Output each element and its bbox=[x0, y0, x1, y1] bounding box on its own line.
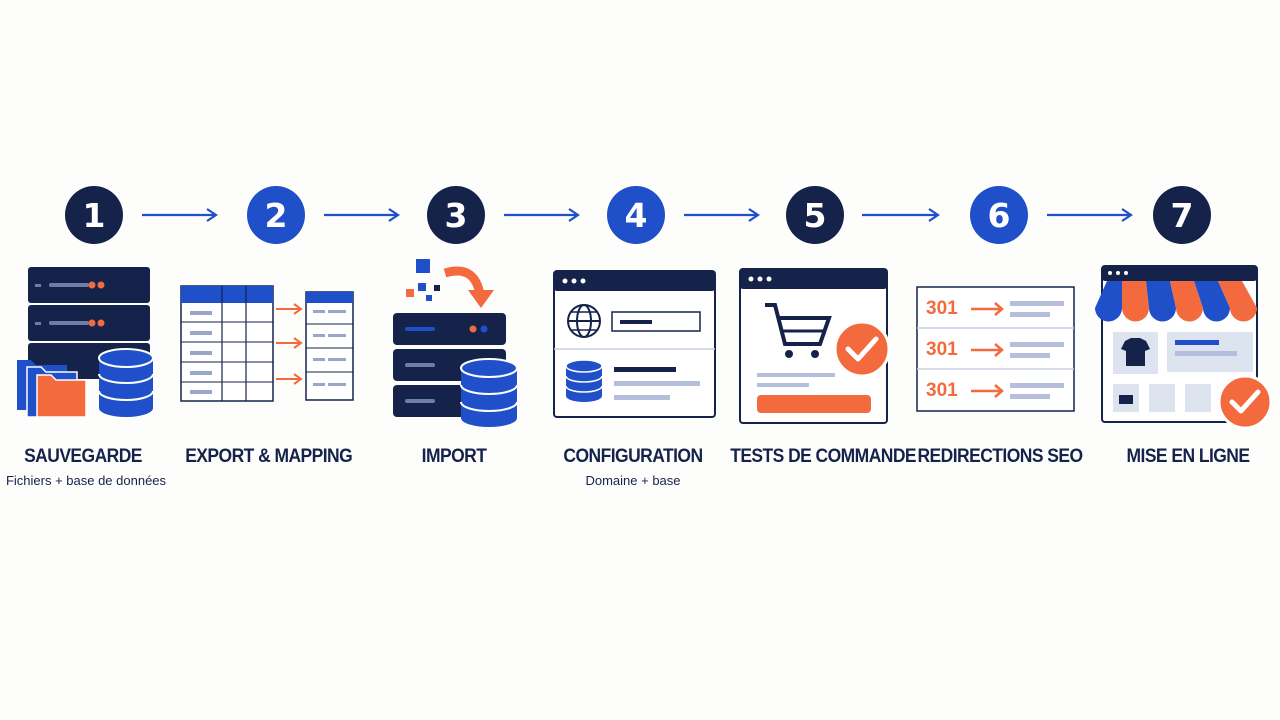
storefront-live-icon bbox=[1095, 265, 1273, 430]
step-4-subtitle: Domaine + base bbox=[585, 473, 681, 488]
step-1-number: 1 bbox=[65, 186, 123, 244]
redirect-301-icon bbox=[916, 286, 1075, 412]
browser-config-icon bbox=[553, 270, 716, 418]
arrow-1-to-2-icon bbox=[142, 208, 218, 222]
step-4-title: CONFIGURATION bbox=[563, 446, 703, 467]
step-5-title: TESTS DE COMMANDE bbox=[730, 446, 917, 467]
arrow-5-to-6-icon bbox=[862, 208, 940, 222]
step-7-title: MISE EN LIGNE bbox=[1126, 446, 1251, 467]
step-4-number: 4 bbox=[607, 186, 665, 244]
redirect-code-1: 301 bbox=[926, 298, 958, 319]
step-1-title: SAUVEGARDE bbox=[24, 446, 142, 467]
redirect-code-3: 301 bbox=[926, 380, 958, 401]
step-7-number: 7 bbox=[1153, 186, 1211, 244]
step-6-title: REDIRECTIONS SEO bbox=[917, 446, 1083, 467]
step-3-number: 3 bbox=[427, 186, 485, 244]
step-6-number: 6 bbox=[970, 186, 1028, 244]
redirect-code-2: 301 bbox=[926, 339, 958, 360]
cart-check-icon bbox=[739, 268, 891, 424]
arrow-3-to-4-icon bbox=[504, 208, 580, 222]
step-2-title: EXPORT & MAPPING bbox=[185, 446, 353, 467]
step-3-title: IMPORT bbox=[421, 446, 487, 467]
step-5-number: 5 bbox=[786, 186, 844, 244]
arrow-4-to-5-icon bbox=[684, 208, 760, 222]
arrow-2-to-3-icon bbox=[324, 208, 400, 222]
step-1-subtitle: Fichiers + base de données bbox=[5, 473, 167, 488]
server-files-database-icon bbox=[17, 267, 154, 418]
server-import-icon bbox=[393, 259, 518, 427]
step-2-number: 2 bbox=[247, 186, 305, 244]
table-mapping-icon bbox=[180, 285, 354, 402]
arrow-6-to-7-icon bbox=[1047, 208, 1133, 222]
